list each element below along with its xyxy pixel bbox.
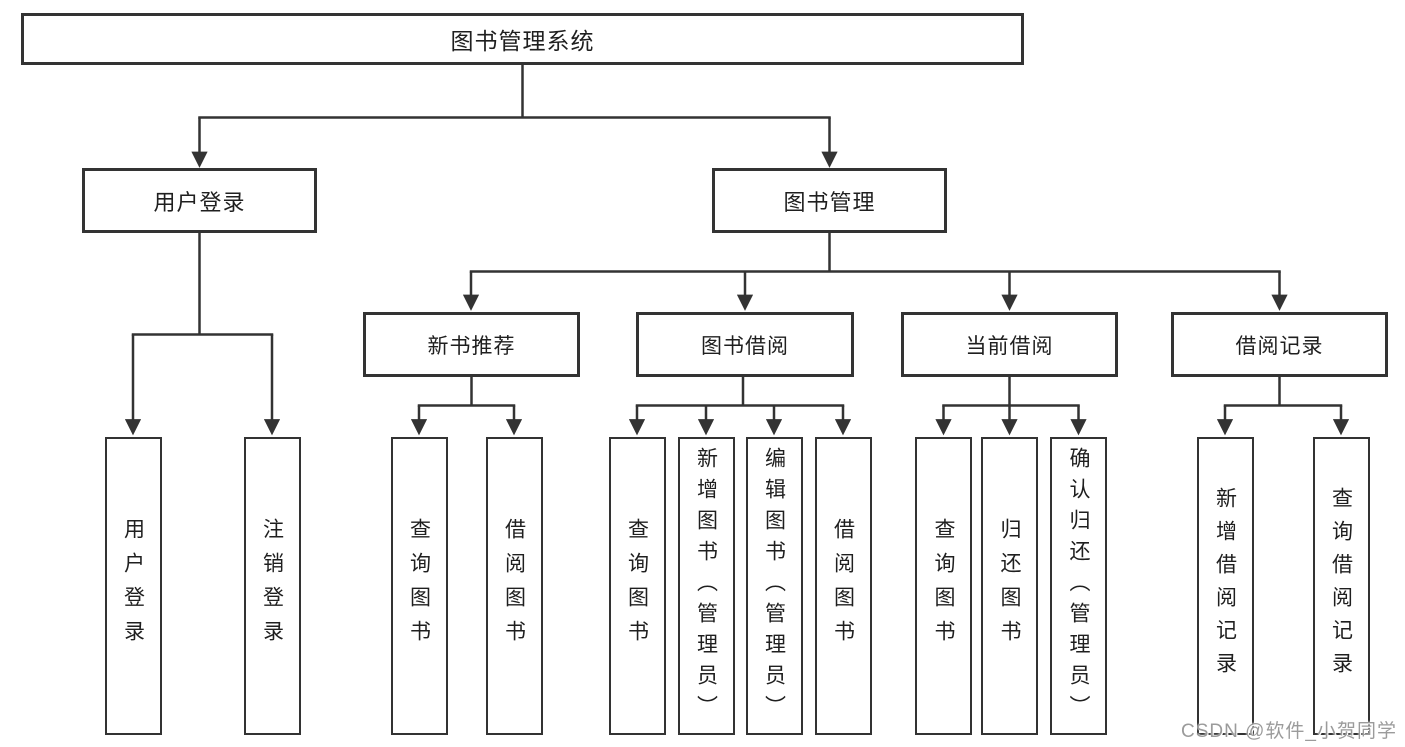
node-library-management-system: 图书管理系统 [21, 13, 1024, 65]
leaf-return-books: 归还图书 [981, 437, 1038, 735]
leaf-add-books-admin: 新增图书（管理员） [677, 437, 735, 735]
leaf-edit-books-admin: 编辑图书（管理员） [745, 437, 803, 735]
leaf-confirm-return-admin: 确认归还（管理员） [1050, 437, 1107, 735]
node-user-login: 用户登录 [82, 168, 317, 233]
leaf-borrow-books: 借阅图书 [814, 437, 872, 735]
leaf-label: 确认归还（管理员） [1067, 446, 1090, 726]
leaf-add-borrow-record: 新增借阅记录 [1196, 437, 1254, 735]
node-book-management: 图书管理 [712, 168, 947, 233]
leaf-label: 新增借阅记录 [1213, 487, 1237, 685]
leaf-label: 借阅图书 [831, 518, 855, 654]
leaf-query-books-current: 查询图书 [915, 437, 972, 735]
leaf-label: 借阅图书 [502, 518, 526, 654]
leaf-user-login: 用户登录 [104, 437, 162, 735]
leaf-query-books-borrow: 查询图书 [608, 437, 666, 735]
leaf-query-borrow-record: 查询借阅记录 [1312, 437, 1370, 735]
leaf-logout: 注销登录 [243, 437, 301, 735]
leaf-label: 查询图书 [625, 518, 649, 654]
csdn-watermark: CSDN @软件_小贺同学 [1181, 721, 1397, 742]
leaf-label: 查询图书 [932, 518, 955, 654]
leaf-borrow-books-recommend: 借阅图书 [485, 437, 543, 735]
node-borrow-records: 借阅记录 [1171, 312, 1388, 377]
leaf-label: 注销登录 [260, 518, 284, 654]
leaf-label: 查询图书 [407, 518, 431, 654]
leaf-label: 用户登录 [121, 518, 145, 654]
leaf-query-books-recommend: 查询图书 [390, 437, 448, 735]
leaf-label: 归还图书 [998, 518, 1021, 654]
leaf-label: 编辑图书（管理员） [762, 446, 786, 726]
leaf-label: 查询借阅记录 [1329, 487, 1353, 685]
node-book-borrow: 图书借阅 [636, 312, 854, 377]
leaf-label: 新增图书（管理员） [694, 446, 718, 726]
node-new-book-recommend: 新书推荐 [363, 312, 580, 377]
node-current-borrow: 当前借阅 [901, 312, 1118, 377]
